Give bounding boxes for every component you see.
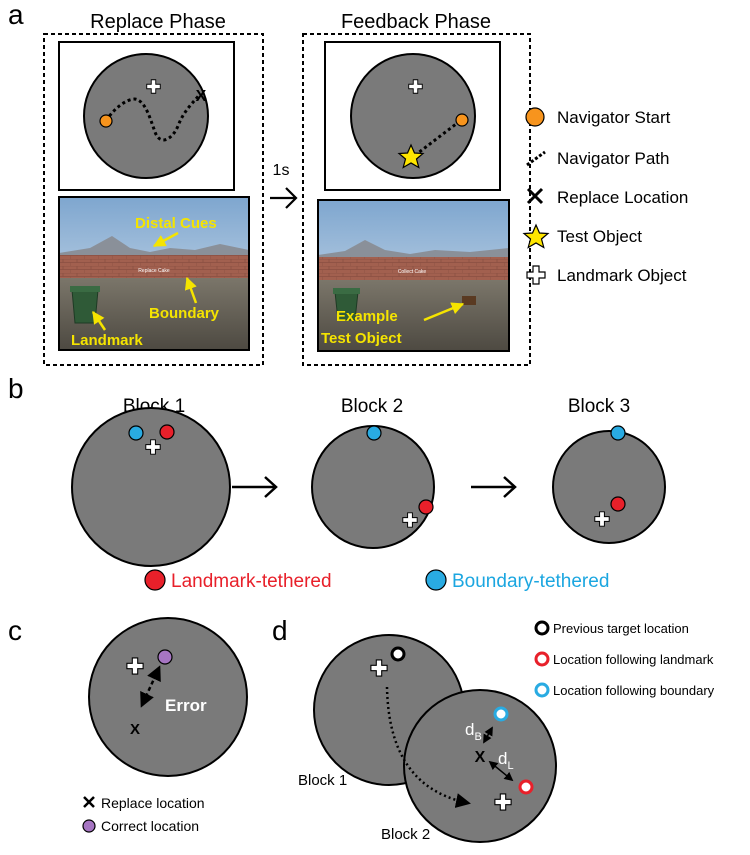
boundary-tethered-dot xyxy=(425,569,447,591)
legend-navigator-path: Navigator Path xyxy=(557,149,669,168)
landmark-tethered-dot xyxy=(144,569,166,591)
feedback-arena xyxy=(350,53,476,179)
panel-c-x-mark: X xyxy=(130,721,140,738)
dotted-path-icon xyxy=(526,150,546,167)
x-icon xyxy=(526,187,544,205)
star-icon xyxy=(522,223,550,249)
boundary-arrow xyxy=(184,276,198,304)
legend-previous-target: Previous target location xyxy=(553,621,689,636)
panel-a-label: a xyxy=(8,0,24,30)
block2-d-arena xyxy=(403,689,557,843)
block2-d-label: Block 2 xyxy=(381,826,430,843)
dl-arrow xyxy=(488,760,514,782)
feedback-phase-title: Feedback Phase xyxy=(341,11,491,33)
distal-cues-arrow xyxy=(152,231,179,248)
navigator-start xyxy=(99,114,113,128)
block3-arena xyxy=(552,430,666,544)
feedback-hud-text: Collect Cake xyxy=(398,269,427,275)
example-arrow xyxy=(423,302,465,322)
landmark-arrow xyxy=(91,310,107,331)
dl-label: dL xyxy=(498,749,514,772)
replace-arena xyxy=(83,53,209,179)
navigator-path xyxy=(104,93,202,142)
legend-blue-ring-icon xyxy=(534,682,550,698)
db-label: dB xyxy=(465,720,482,743)
panel-c-arena xyxy=(88,617,248,777)
cross-icon xyxy=(526,265,546,285)
legend-navigator-start: Navigator Start xyxy=(557,108,671,127)
replace-scene: Replace Cake xyxy=(58,196,250,351)
panel-b-label: b xyxy=(8,373,24,404)
replace-phase-frame xyxy=(43,33,264,366)
replace-location-x: X xyxy=(196,88,207,105)
legend-purple-dot xyxy=(82,819,96,833)
orange-circle-icon xyxy=(525,107,545,127)
legend-red-ring-icon xyxy=(534,651,550,667)
block-arrow-1 xyxy=(232,476,278,498)
panel-a-legend: Navigator Start Navigator Path Replace L… xyxy=(522,107,688,285)
panel-c-label: c xyxy=(8,615,22,646)
block1-arena xyxy=(71,407,231,567)
boundary-tethered-label: Boundary-tethered xyxy=(452,571,609,592)
feedback-scene: Collect Cake xyxy=(317,199,510,352)
distal-cues-label: Distal Cues xyxy=(135,215,217,232)
landmark-label: Landmark xyxy=(71,332,143,349)
previous-target-dot xyxy=(390,646,406,662)
landmark-following-dot xyxy=(518,779,534,795)
block1-landmark-dot xyxy=(159,424,175,440)
phase-arrow xyxy=(270,187,298,209)
test-object-star xyxy=(397,143,425,169)
shift-arrow xyxy=(385,686,471,808)
db-arrow xyxy=(483,726,493,744)
legend-x-icon xyxy=(83,796,95,808)
feedback-start xyxy=(455,113,469,127)
block2-landmark-dot xyxy=(418,499,434,515)
legend-black-ring-icon xyxy=(534,620,550,636)
block3-landmark-dot xyxy=(610,496,626,512)
boundary-following-dot xyxy=(493,706,509,722)
error-label: Error xyxy=(165,696,207,715)
block1-boundary-dot xyxy=(128,425,144,441)
block3-boundary-dot xyxy=(610,425,626,441)
correct-location-dot xyxy=(157,649,173,665)
legend-correct-location: Correct location xyxy=(101,818,199,834)
feedback-path xyxy=(417,119,461,155)
legend-test-object: Test Object xyxy=(557,227,642,246)
block2-arena xyxy=(311,425,435,549)
legend-landmark-object: Landmark Object xyxy=(557,266,687,285)
legend-replace-location-c: Replace location xyxy=(101,795,205,811)
landmark-tethered-label: Landmark-tethered xyxy=(171,571,332,592)
block1-d-label: Block 1 xyxy=(298,772,347,789)
example-label-line2: Test Object xyxy=(321,330,402,347)
legend-replace-location: Replace Location xyxy=(557,188,688,207)
delay-label: 1s xyxy=(273,162,290,179)
legend-following-boundary: Location following boundary xyxy=(553,683,715,698)
panel-d-x-mark: X xyxy=(475,749,486,766)
boundary-label: Boundary xyxy=(149,305,220,322)
panel-d-label: d xyxy=(272,615,288,646)
block-arrow-2 xyxy=(471,476,517,498)
block3-title: Block 3 xyxy=(568,396,630,417)
example-label-line1: Example xyxy=(336,308,398,325)
block2-title: Block 2 xyxy=(341,396,403,417)
block2-boundary-dot xyxy=(366,425,382,441)
replace-hud-text: Replace Cake xyxy=(138,268,170,274)
legend-following-landmark: Location following landmark xyxy=(553,652,714,667)
replace-phase-title: Replace Phase xyxy=(90,11,226,33)
